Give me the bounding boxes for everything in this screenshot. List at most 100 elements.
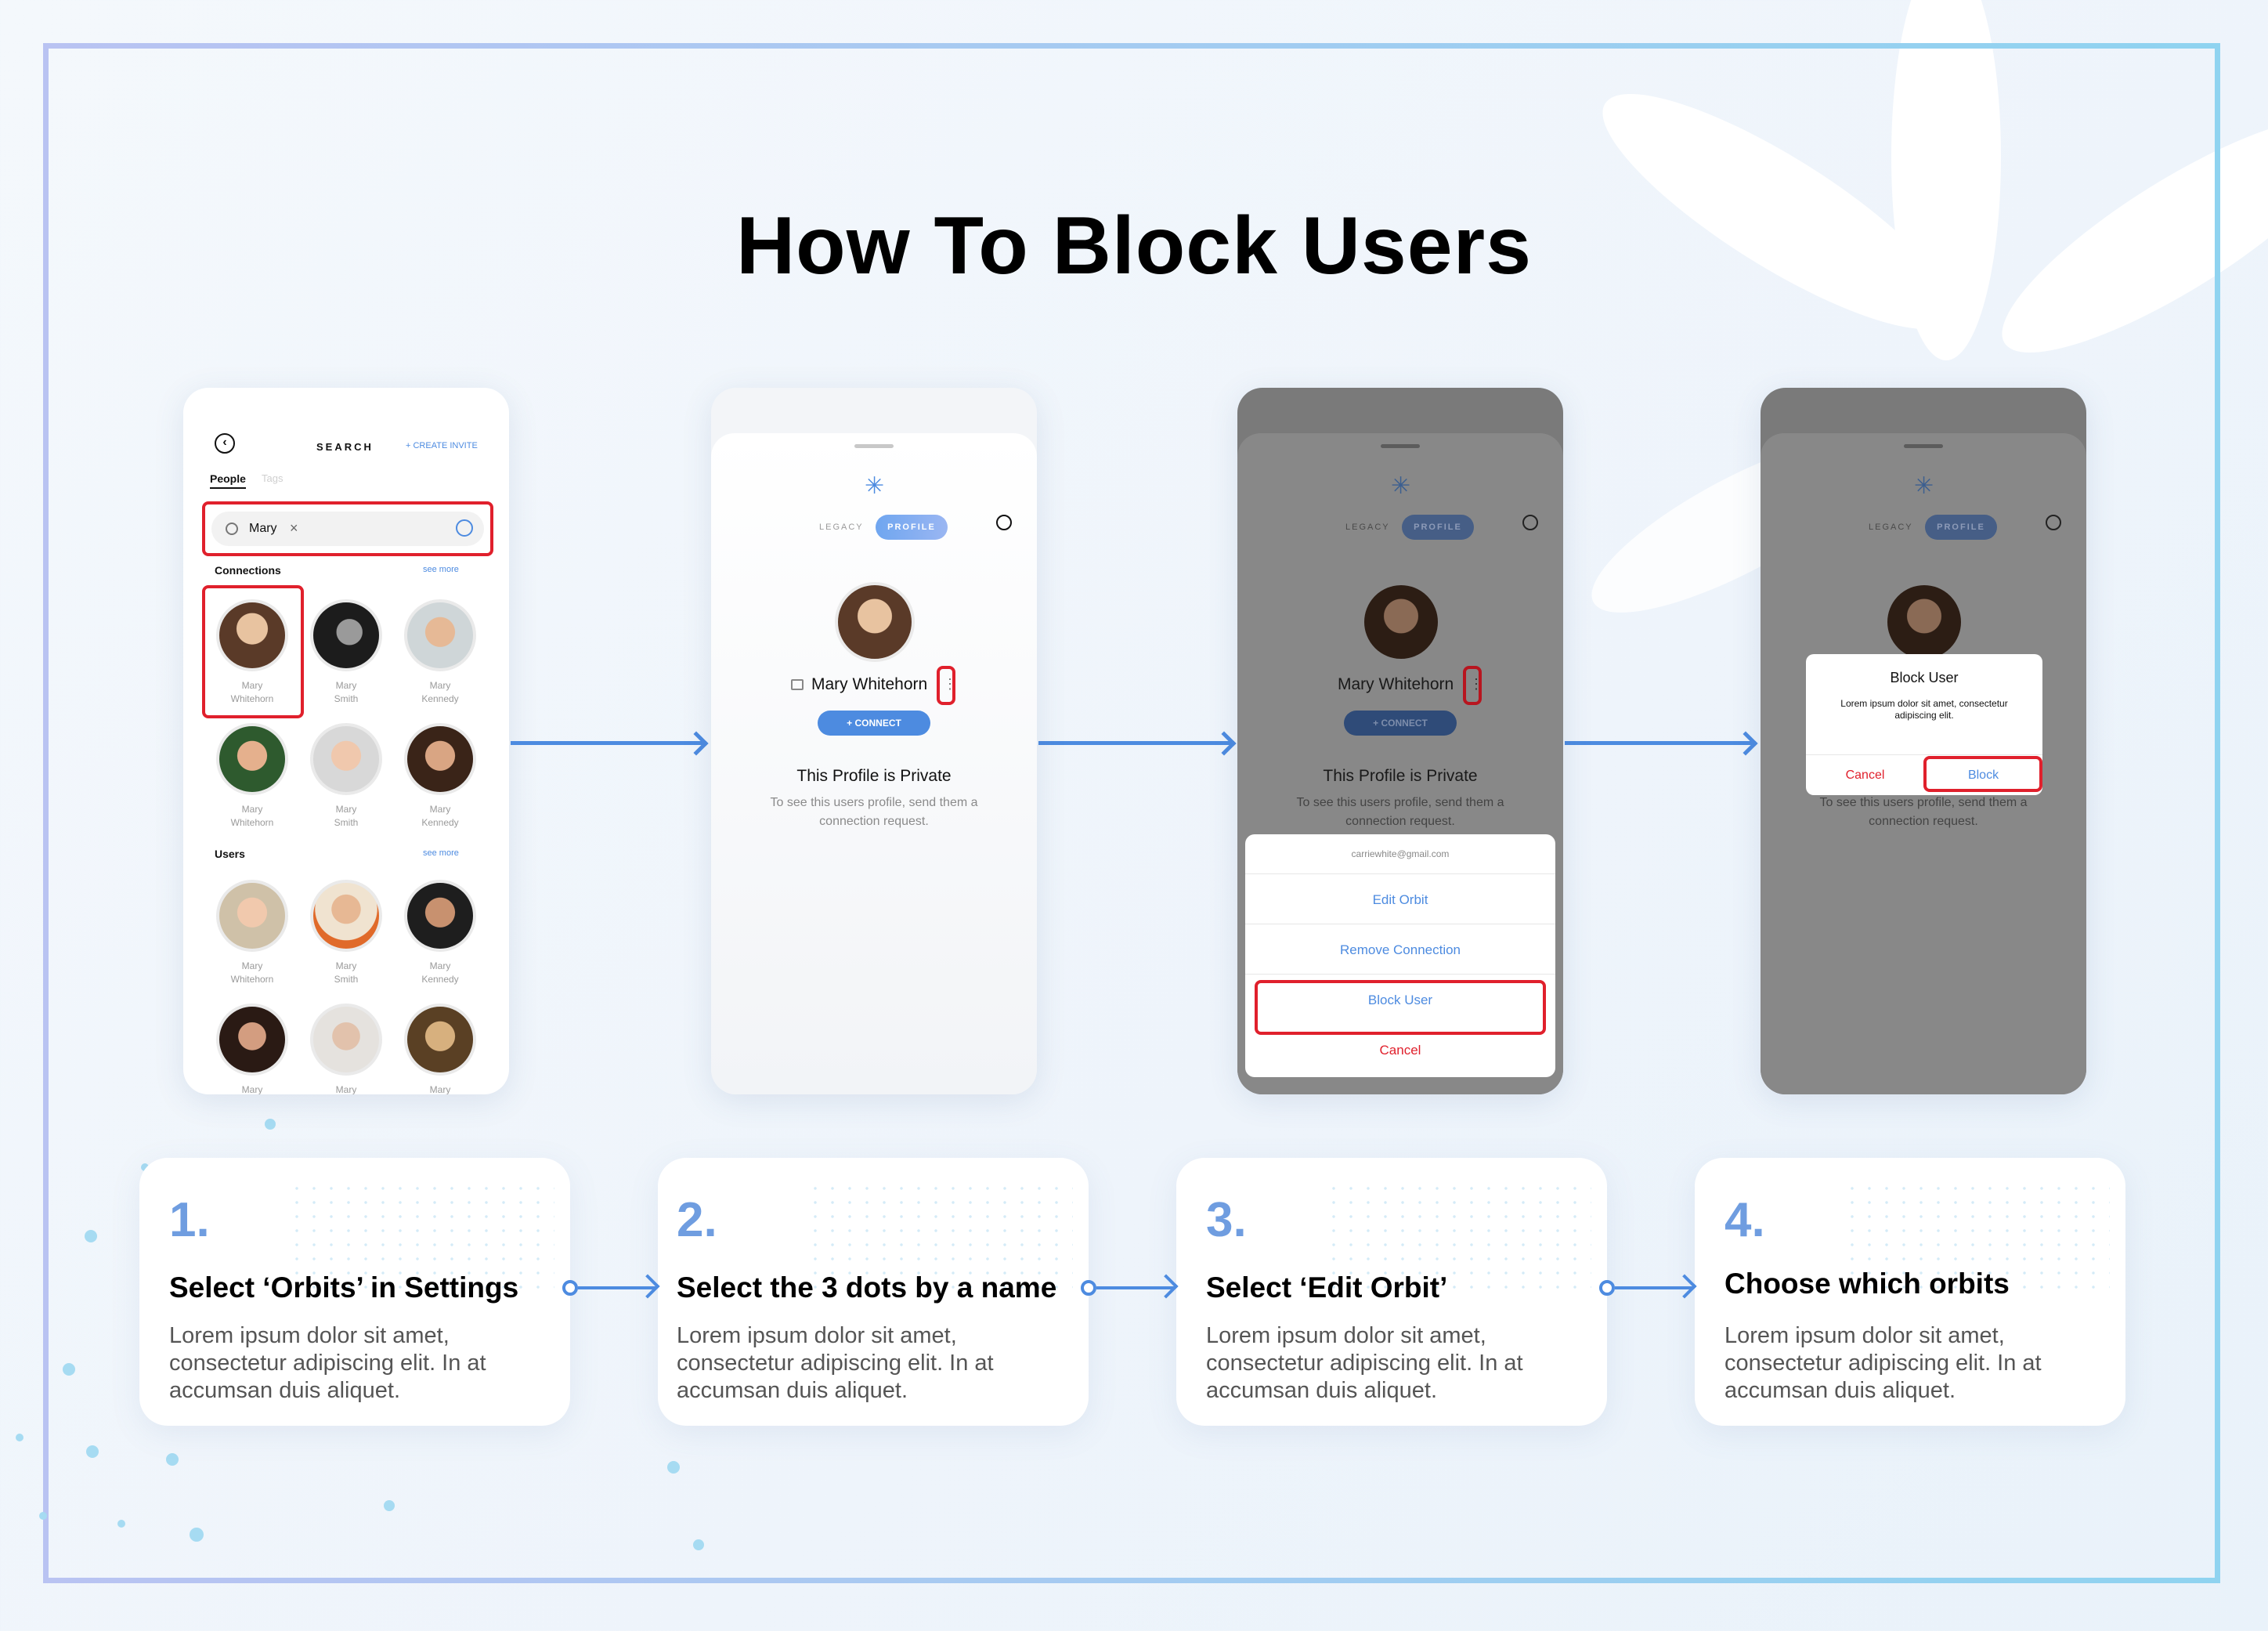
tab-legacy[interactable]: LEGACY [1345,523,1390,532]
avatar[interactable] [216,723,288,795]
card-decor-dots [807,1181,1073,1299]
action-sheet: carriewhite@gmail.com Edit Orbit Remove … [1245,834,1555,1077]
step-card-2: 2. Select the 3 dots by a name Lorem ips… [658,1158,1089,1426]
connector-line [1615,1286,1693,1289]
search-icon[interactable] [1522,515,1538,530]
step-heading: Choose which orbits [1724,1268,2010,1300]
card-decor-dots [1844,1181,2110,1299]
decor-dot [166,1453,179,1466]
avatar[interactable] [216,880,288,952]
cancel-button[interactable]: Cancel [1379,1043,1421,1058]
see-more-link[interactable]: see more [423,848,459,858]
edit-orbit-button[interactable]: Edit Orbit [1372,892,1428,907]
divider [1245,974,1555,975]
phone-block-dialog-screen: ✳ LEGACY PROFILE To see this users profi… [1761,388,2086,1094]
profile-name: Mary Whitehorn [811,675,928,693]
avatar[interactable] [404,1004,476,1076]
avatar[interactable] [310,723,382,795]
connector-start [1081,1280,1096,1296]
avatar[interactable] [310,880,382,952]
connections-label: Connections [215,564,281,577]
sheet-handle[interactable] [854,444,894,448]
step-body: Lorem ipsum dolor sit amet, consectetur … [169,1323,486,1403]
back-icon[interactable]: ‹ [215,433,235,454]
create-invite-link[interactable]: + CREATE INVITE [406,441,478,450]
avatar[interactable] [216,1004,288,1076]
private-title: This Profile is Private [1323,767,1478,785]
connect-button[interactable]: + CONNECT [818,711,930,736]
step-heading: Select ‘Edit Orbit’ [1206,1271,1448,1304]
decor-dot [190,1528,204,1542]
avatar-name: Mary [429,1084,451,1094]
avatar[interactable] [310,1004,382,1076]
search-input[interactable]: Mary × [211,512,484,546]
logo-icon: ✳ [1914,473,1934,499]
step-body: Lorem ipsum dolor sit amet, consectetur … [1206,1323,1523,1403]
decor-dot [86,1445,99,1458]
block-button-highlight [1923,756,2042,792]
decor-dot [141,1163,149,1171]
profile-avatar [1361,582,1441,662]
avatar[interactable] [404,599,476,671]
private-text: To see this users profile, send them a c… [1819,796,2028,828]
logo-icon: ✳ [1391,473,1411,499]
tab-profile[interactable]: PROFILE [1925,515,1997,540]
dialog-cancel-button[interactable]: Cancel [1845,768,1885,782]
avatar[interactable] [404,723,476,795]
add-user-icon[interactable] [456,519,473,537]
search-icon[interactable] [2046,515,2061,530]
step-heading: Select the 3 dots by a name [677,1271,1057,1304]
flow-arrow [1565,741,1756,745]
dialog-block-button[interactable]: Block [1967,768,1999,782]
step-number: 3. [1206,1193,1247,1247]
step-body: Lorem ipsum dolor sit amet, consectetur … [1724,1323,2042,1403]
connection-highlight [202,585,304,718]
tab-people[interactable]: People [210,472,246,489]
step-card-4: 4. Choose which orbits Lorem ipsum dolor… [1695,1158,2125,1426]
avatar[interactable] [216,599,288,671]
tab-tags[interactable]: Tags [262,472,284,484]
decor-dot [693,1539,704,1550]
connect-button[interactable]: + CONNECT [1344,711,1457,736]
profile-name: Mary Whitehorn [1338,675,1454,693]
step-number: 2. [677,1193,717,1247]
block-dialog: Block User Lorem ipsum dolor sit amet, c… [1806,654,2042,795]
dots-highlight [937,666,955,705]
avatar[interactable] [310,599,382,671]
remove-connection-button[interactable]: Remove Connection [1339,942,1461,957]
avatar[interactable] [404,880,476,952]
sheet-handle[interactable] [1904,444,1943,448]
step-body: Lorem ipsum dolor sit amet, consectetur … [677,1323,994,1403]
block-user-highlight [1255,980,1546,1035]
phone-search-screen: ‹ SEARCH + CREATE INVITE People Tags Mar… [183,388,509,1094]
avatar-name: Mary [335,1084,357,1094]
clear-icon[interactable]: × [290,520,298,536]
search-icon[interactable] [996,515,1012,530]
tab-profile[interactable]: PROFILE [1402,515,1474,540]
tab-legacy[interactable]: LEGACY [819,523,864,532]
decor-dot [265,1119,276,1130]
users-label: Users [215,848,245,860]
dots-highlight [1463,666,1482,705]
profile-avatar [835,582,915,662]
tab-profile[interactable]: PROFILE [876,515,948,540]
decor-dot [117,1520,125,1528]
step-number: 1. [169,1193,210,1247]
profile-avatar [1884,582,1964,662]
step-heading: Select ‘Orbits’ in Settings [169,1271,519,1304]
block-user-button[interactable]: Block User [1367,993,1433,1007]
step-card-3: 3. Select ‘Edit Orbit’ Lorem ipsum dolor… [1176,1158,1607,1426]
see-more-link[interactable]: see more [423,565,459,574]
tab-legacy[interactable]: LEGACY [1869,523,1913,532]
decor-dot [384,1500,395,1511]
sheet-handle[interactable] [1381,444,1420,448]
private-text: To see this users profile, send them a c… [1296,796,1504,828]
